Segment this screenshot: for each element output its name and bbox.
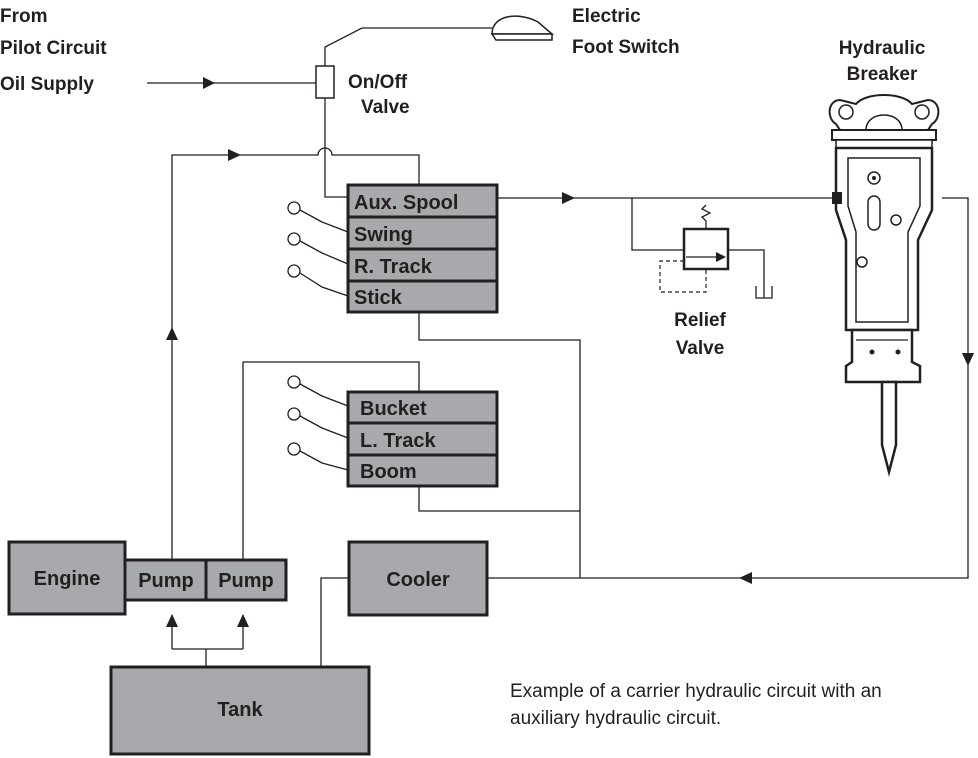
breaker-label-line2: Breaker [847,64,918,85]
from-label-line2: Pilot Circuit [0,38,107,59]
cooler-return-left-arrow [739,572,752,584]
relief-valve-inlet-line [631,198,684,251]
tank-label: Tank [217,699,263,721]
pilot-line-to-aux-spool [324,98,350,198]
spool-swing: Swing [354,224,413,246]
caption-line1: Example of a carrier hydraulic circuit w… [510,681,882,702]
lower-valve-bank [346,390,499,488]
tank-box [109,665,371,756]
engine-label: Engine [34,568,101,590]
tank-suction-lines [171,615,244,667]
upper-bank-return-line [418,312,581,578]
from-label-line1: From [0,6,48,27]
on-off-valve [315,60,335,99]
cooler-label: Cooler [386,569,450,591]
suction-arrow-left [166,614,178,627]
foot-switch-label-line2: Foot Switch [572,37,680,58]
electric-foot-switch [490,15,555,41]
engine-box [7,540,127,616]
aux-flow-arrow [562,192,575,204]
pump1-right-arrow [228,149,241,161]
pump-right-label: Pump [218,570,274,592]
spool-boom: Boom [360,461,417,483]
breaker-label-line1: Hydraulic [839,38,926,59]
foot-switch-label-line1: Electric [572,6,641,27]
pump1-supply-line [171,147,420,560]
pump-block [123,558,288,602]
main-return-line [488,197,969,579]
cooler-to-tank-line [320,577,349,667]
caption-line2: auxiliary hydraulic circuit. [510,708,721,729]
relief-valve-symbol [659,204,773,299]
lower-bank-return-line [418,486,580,512]
relief-label-line2: Valve [676,338,725,359]
upper-control-levers [287,201,349,297]
onoff-label-line1: On/Off [348,72,408,93]
hydraulic-breaker-icon [828,94,940,477]
onoff-label-line2: Valve [361,97,410,118]
pump1-up-arrow [166,327,178,340]
lower-control-levers [287,375,349,471]
from-label-line3: Oil Supply [0,74,94,95]
spool-stick: Stick [354,287,403,309]
suction-arrow-right [237,614,249,627]
foot-switch-wire [324,27,492,60]
relief-label-line1: Relief [674,310,726,331]
spool-r-track: R. Track [354,256,433,278]
pilot-flow-arrow [203,77,215,89]
pump2-supply-line [242,361,420,560]
upper-valve-bank [346,183,499,314]
pump-left-label: Pump [138,570,194,592]
spool-bucket: Bucket [360,398,427,420]
spool-l-track: L. Track [360,430,436,452]
spool-aux: Aux. Spool [354,192,458,214]
breaker-return-down-arrow [962,353,974,366]
